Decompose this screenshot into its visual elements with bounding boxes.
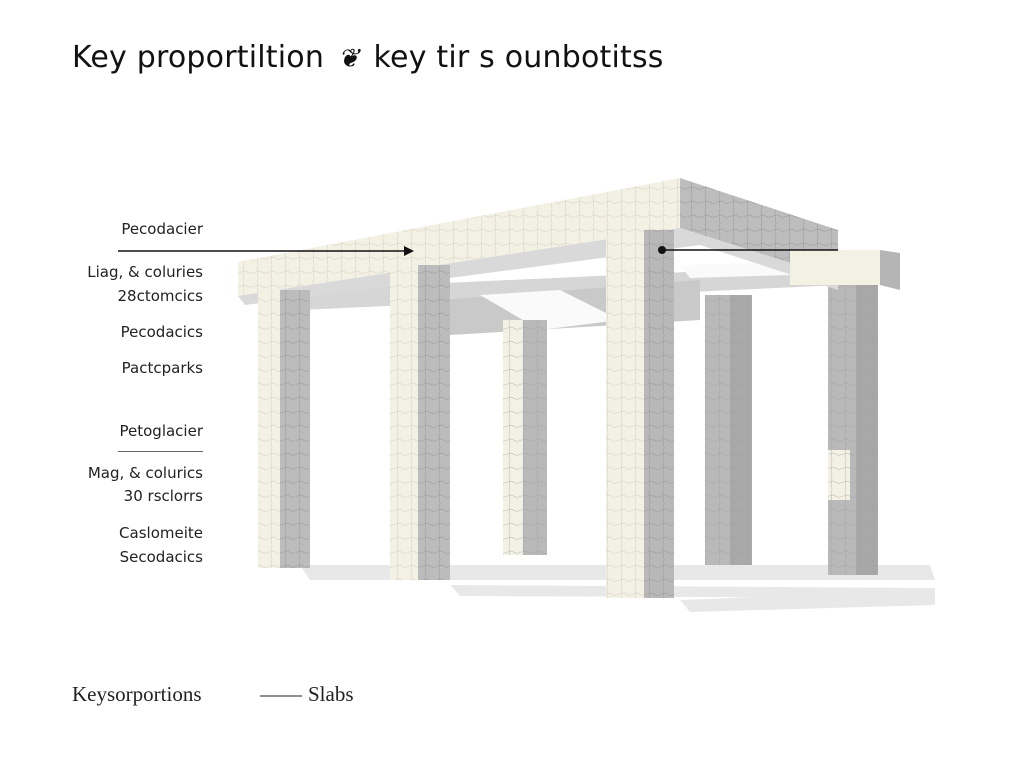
fleuron-icon: ❦: [337, 44, 360, 74]
legend-label-slabs: Slabs: [308, 682, 354, 706]
legend-line-icon: ——: [260, 682, 302, 706]
title-right: key tir s ounbotitss: [373, 40, 664, 75]
title-left: Key proportiltion: [72, 40, 325, 75]
front-columns: [258, 230, 674, 598]
label-secodacics: Secodacics: [119, 548, 203, 566]
label-pecodacics: Pecodacics: [120, 323, 203, 341]
label-pactcparks: Pactcparks: [121, 359, 203, 377]
label-30-rsclorrs: 30 rsclorrs: [123, 487, 203, 505]
roof-slab: [238, 178, 900, 305]
footer-caption: Keysorportions: [72, 682, 202, 706]
label-mag-colurics: Mag, & colurics: [87, 464, 203, 482]
label-caslomeite: Caslomeite: [119, 524, 203, 542]
label-28ctomcics: 28ctomcics: [117, 287, 203, 305]
label-pecodacier: Pecodacier: [121, 220, 203, 238]
leader-lines: [118, 246, 838, 256]
label-petoglacier: Petoglacier: [119, 422, 204, 440]
label-divider: [118, 451, 203, 452]
diagram-title: Key proportiltion ❦ key tir s ounbotitss: [72, 40, 664, 75]
label-liag-coluries: Liag, & coluries: [87, 263, 203, 281]
back-columns: [503, 285, 878, 575]
